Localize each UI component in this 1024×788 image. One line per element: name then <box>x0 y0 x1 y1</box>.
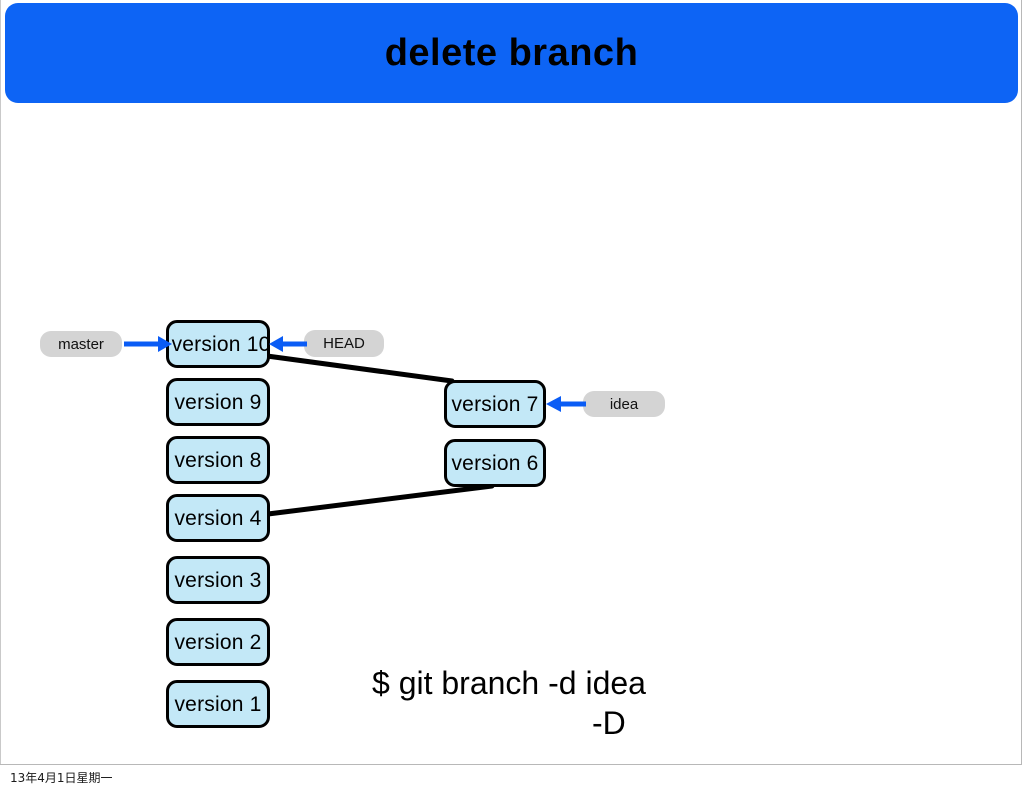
connector-v10-to-v7 <box>264 353 455 384</box>
branch-pointer-label: idea <box>609 395 639 413</box>
connector-v4-to-v6 <box>265 483 495 517</box>
commit-node-version-2[interactable]: version 2 <box>166 618 270 666</box>
commit-label: version 4 <box>174 506 262 530</box>
git-command-line-1: $ git branch -d idea <box>372 665 646 701</box>
commit-node-version-10[interactable]: version 10 <box>166 320 270 368</box>
commit-label: version 3 <box>174 568 262 592</box>
branch-pointer-head[interactable]: HEAD <box>304 330 384 357</box>
commit-node-version-9[interactable]: version 9 <box>166 378 270 426</box>
arrow-idea-to-version-7 <box>546 396 586 412</box>
commit-label: version 1 <box>174 692 262 716</box>
branch-pointer-master[interactable]: master <box>40 331 122 357</box>
commit-label: version 7 <box>451 392 539 416</box>
slide-canvas: delete branch version 10 version 9 versi… <box>0 0 1022 765</box>
commit-node-version-1[interactable]: version 1 <box>166 680 270 728</box>
commit-label: version 9 <box>174 390 262 414</box>
commit-node-version-6[interactable]: version 6 <box>444 439 546 487</box>
commit-label: version 8 <box>174 448 262 472</box>
commit-node-version-4[interactable]: version 4 <box>166 494 270 542</box>
footer-date: 13年4月1日星期一 <box>10 771 113 785</box>
commit-label: version 6 <box>451 451 539 475</box>
commit-node-version-3[interactable]: version 3 <box>166 556 270 604</box>
branch-pointer-label: HEAD <box>323 335 365 352</box>
commit-label: version 10 <box>171 332 271 356</box>
arrow-head-to-version-10 <box>269 336 307 352</box>
branch-pointer-idea[interactable]: idea <box>583 391 665 417</box>
commit-label: version 2 <box>174 630 262 654</box>
slide-title-banner: delete branch <box>5 3 1018 103</box>
arrow-master-to-version-10 <box>124 336 172 352</box>
page-title: delete branch <box>384 31 639 74</box>
commit-node-version-8[interactable]: version 8 <box>166 436 270 484</box>
branch-pointer-label: master <box>58 335 104 353</box>
commit-node-version-7[interactable]: version 7 <box>444 380 546 428</box>
git-command-block: $ git branch -d idea -D <box>372 663 812 743</box>
slide-left-border <box>0 0 1 764</box>
branch-connector-lines <box>264 353 495 517</box>
git-command-line-2: -D <box>592 705 626 741</box>
